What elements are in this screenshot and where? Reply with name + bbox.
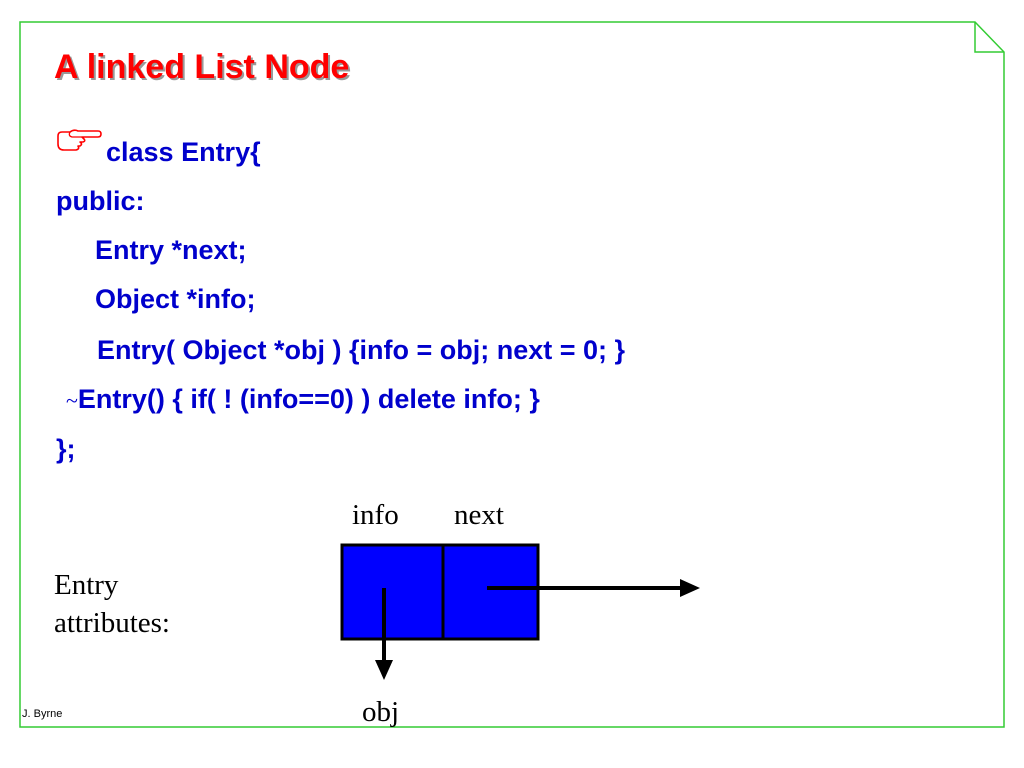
label-obj: obj <box>362 696 400 728</box>
code-line-public: public: <box>56 186 145 216</box>
code-line-class: class Entry{ <box>106 137 261 167</box>
next-pointer-arrowhead <box>680 579 700 597</box>
code-line-constructor: Entry( Object *obj ) {info = obj; next =… <box>97 335 626 365</box>
node-box <box>340 543 540 641</box>
tilde-char: ~ <box>66 388 78 413</box>
code-line-destructor: ~Entry() { if( ! (info==0) ) delete info… <box>66 382 540 418</box>
label-info: info <box>352 499 399 531</box>
code-line-info: Object *info; <box>95 284 256 314</box>
label-attributes: attributes: <box>54 607 170 639</box>
pointing-hand-icon <box>57 129 102 151</box>
code-line-next: Entry *next; <box>95 235 247 265</box>
label-next: next <box>454 499 504 531</box>
footer-author: J. Byrne <box>22 708 63 720</box>
destructor-text: Entry() { if( ! (info==0) ) delete info;… <box>77 384 540 414</box>
slide-title: A linked List Node <box>54 48 350 86</box>
label-entry: Entry <box>54 569 119 601</box>
code-line-close: }; <box>56 434 76 464</box>
info-pointer-arrowhead <box>375 660 393 680</box>
